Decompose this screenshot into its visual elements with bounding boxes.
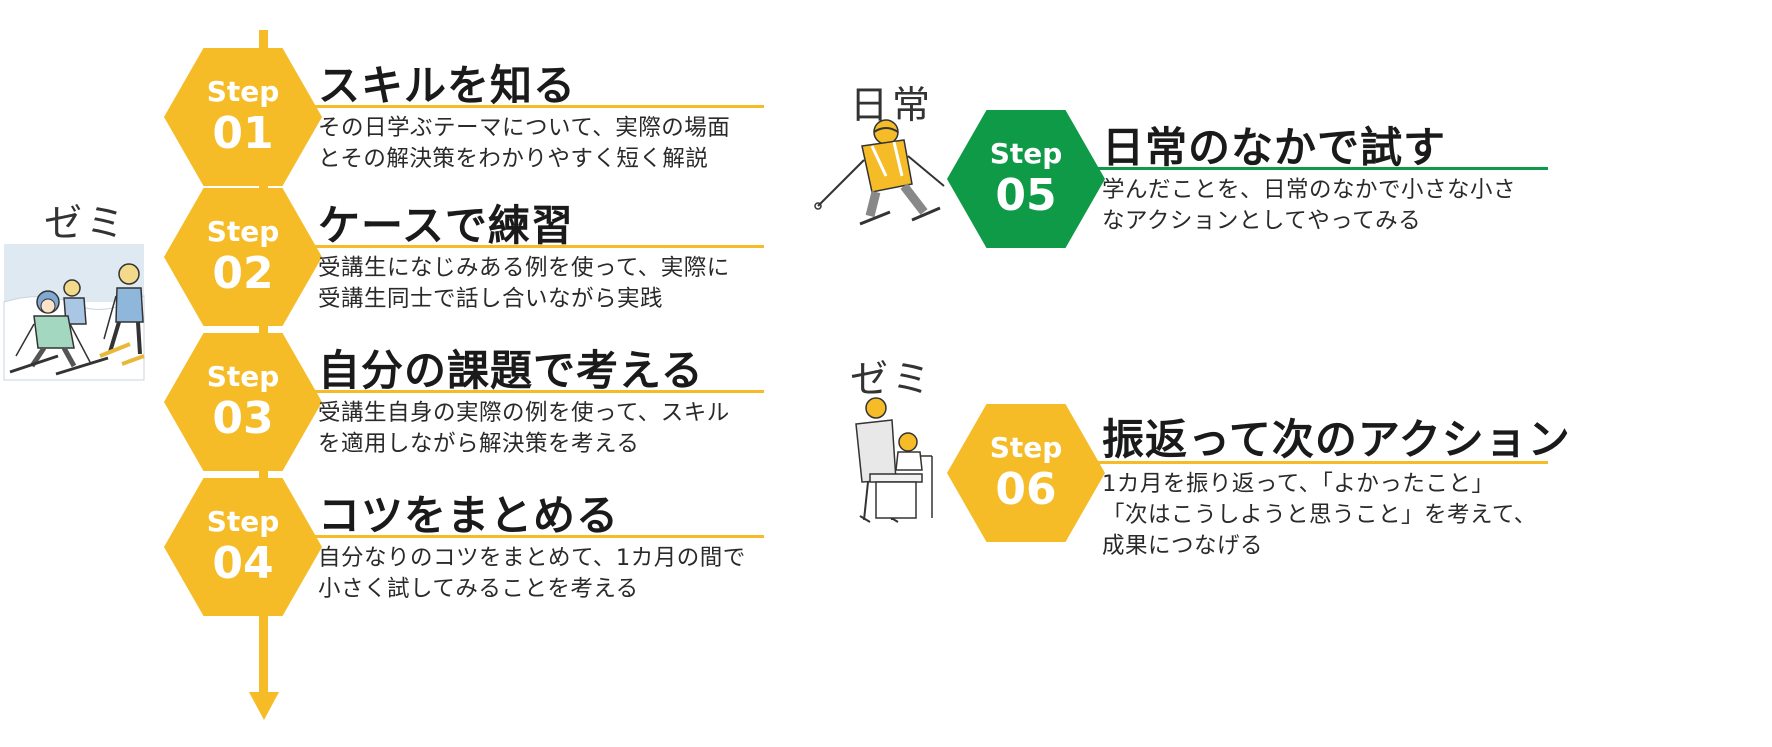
step-05-number: 05 bbox=[995, 170, 1057, 221]
step-01-underline bbox=[302, 105, 764, 108]
step-05-label: Step bbox=[989, 137, 1063, 170]
step-03-badge: Step 03 bbox=[164, 333, 322, 471]
step-03-desc-line1: 受講生自身の実際の例を使って、スキル bbox=[318, 400, 730, 426]
step-06-title: 振返って次のアクション bbox=[1102, 415, 1571, 464]
skier-illustration bbox=[814, 119, 945, 226]
step-06-badge: Step 06 bbox=[947, 404, 1105, 542]
step-04-number: 04 bbox=[212, 538, 274, 589]
step-06-label: Step bbox=[989, 431, 1063, 464]
group-label-seminar-left: ゼミ bbox=[44, 201, 129, 245]
step-01-label: Step bbox=[206, 75, 280, 108]
step-05-desc-line2: なアクションとしてやってみる bbox=[1102, 208, 1422, 234]
step-04-desc-line2: 小さく試してみることを考える bbox=[318, 576, 639, 602]
step-05-underline bbox=[1086, 167, 1548, 170]
step-02-number: 02 bbox=[212, 248, 274, 299]
step-05-desc-line1: 学んだことを、日常のなかで小さな小さ bbox=[1102, 177, 1517, 203]
step-03-title: 自分の課題で考える bbox=[318, 346, 704, 395]
step-03-desc-line2: を適用しながら解決策を考える bbox=[318, 431, 640, 457]
step-02-desc-line2: 受講生同士で話し合いながら実践 bbox=[318, 286, 664, 312]
step-01-desc-line1: その日学ぶテーマについて、実際の場面 bbox=[318, 115, 731, 141]
teacher-student-illustration bbox=[855, 397, 933, 523]
step-03-label: Step bbox=[206, 360, 280, 393]
step-06-desc-line2: 「次はこうしようと思うこと」を考えて、 bbox=[1102, 502, 1537, 528]
step-03-number: 03 bbox=[212, 393, 274, 444]
ski-group-illustration bbox=[3, 244, 145, 381]
step-01-title: スキルを知る bbox=[318, 61, 577, 110]
step-06-desc-line3: 成果につなげる bbox=[1102, 533, 1264, 559]
group-label-seminar-right: ゼミ bbox=[850, 357, 935, 401]
step-01-desc-line2: とその解決策をわかりやすく短く解説 bbox=[318, 146, 709, 172]
step-05-title: 日常のなかで試す bbox=[1102, 123, 1447, 172]
step-02-desc-line1: 受講生になじみある例を使って、実際に bbox=[318, 255, 730, 281]
step-04-desc-line1: 自分なりのコツをまとめて、1カ月の間で bbox=[318, 545, 746, 571]
timeline-arrow-icon bbox=[249, 692, 279, 720]
step-06-desc-line1: 1カ月を振り返って、「よかったこと」 bbox=[1102, 471, 1495, 497]
step-02-title: ケースで練習 bbox=[318, 201, 574, 250]
step-01-number: 01 bbox=[212, 108, 274, 159]
step-04-label: Step bbox=[206, 505, 280, 538]
step-05-badge: Step 05 bbox=[947, 110, 1105, 248]
step-04-badge: Step 04 bbox=[164, 478, 322, 616]
step-02-underline bbox=[302, 245, 764, 248]
step-04-title: コツをまとめる bbox=[318, 491, 620, 540]
step-06-underline bbox=[1086, 461, 1548, 464]
step-03-underline bbox=[302, 390, 764, 393]
step-02-badge: Step 02 bbox=[164, 188, 322, 326]
group-label-daily: 日常 bbox=[850, 83, 935, 127]
step-02-label: Step bbox=[206, 215, 280, 248]
step-04-underline bbox=[302, 535, 764, 538]
step-01-badge: Step 01 bbox=[164, 48, 322, 186]
step-06-number: 06 bbox=[995, 464, 1057, 515]
